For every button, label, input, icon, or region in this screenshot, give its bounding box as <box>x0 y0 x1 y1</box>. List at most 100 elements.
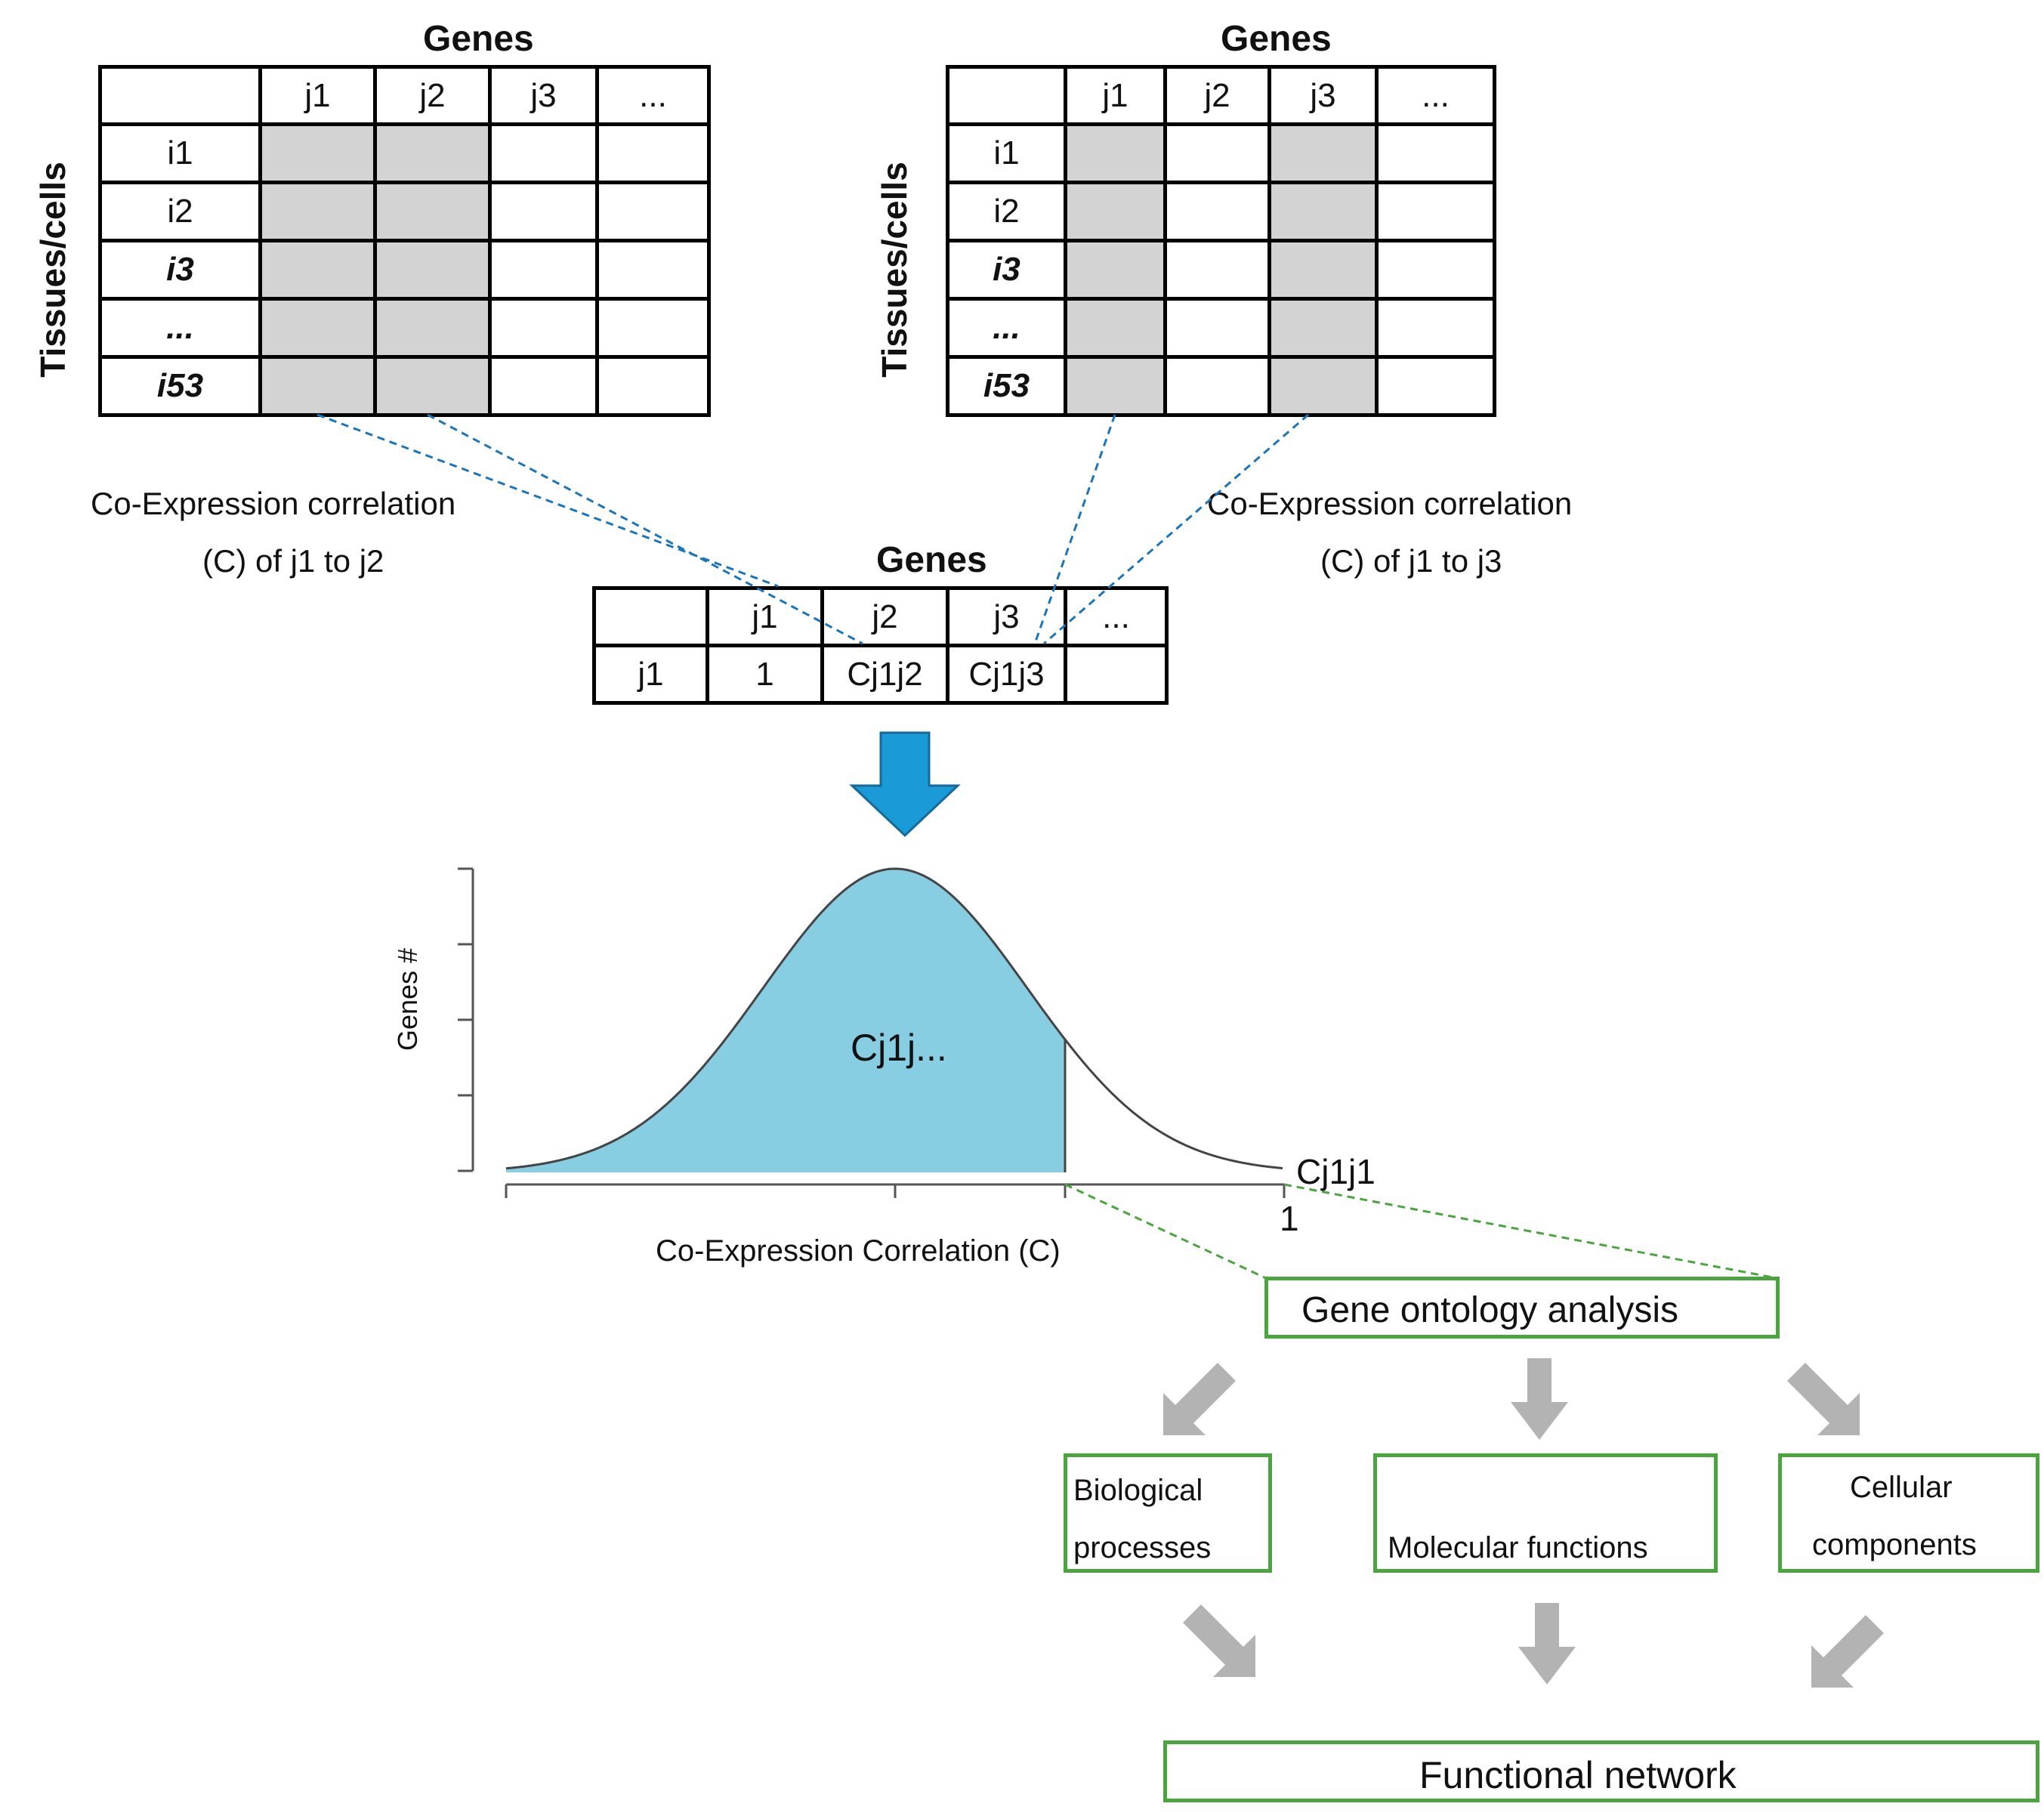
table2-cell-shaded <box>1267 122 1379 184</box>
curve-fill-area <box>506 869 1065 1172</box>
cellular-label-line2: components <box>1812 1528 1977 1561</box>
table1-col-header: j2 <box>373 65 492 126</box>
corr-table-row-header: j1 <box>592 644 709 705</box>
dash-line-right-a <box>1033 414 1116 644</box>
corr-table-title: Genes <box>876 540 987 580</box>
table2-cell <box>1375 122 1496 184</box>
table2-cell <box>1375 297 1496 359</box>
corr-table-col-header: j1 <box>706 586 824 647</box>
end-label: Cj1j1 <box>1296 1152 1376 1191</box>
table1-col-header: ... <box>595 65 711 126</box>
plot-y-label: Genes # <box>392 947 423 1052</box>
table2-cell-shaded <box>1064 239 1167 301</box>
table2-row-header: i3 <box>946 239 1067 301</box>
table1-cell-shaded <box>373 355 492 417</box>
corr-table-col-header: j2 <box>820 586 949 647</box>
annotation-right-line1: Co-Expression correlation <box>1207 486 1573 521</box>
table1-title: Genes <box>423 19 534 59</box>
table2-cell <box>1375 239 1496 301</box>
table1-cell <box>595 297 711 359</box>
table1-cell-shaded <box>258 181 377 242</box>
table1-cell <box>488 239 599 301</box>
dash-line-right-b <box>1043 413 1309 645</box>
table2-cell-shaded <box>1267 297 1379 359</box>
table2-corner <box>946 65 1067 126</box>
green-dash-right <box>1283 1183 1777 1280</box>
table1-cell-shaded <box>373 297 492 359</box>
table1-col-header: j3 <box>488 65 599 126</box>
area-label: Cj1j... <box>851 1027 947 1069</box>
corr-table-cell: 1 <box>706 644 824 705</box>
table2-cell <box>1163 355 1271 417</box>
table2: j1 j2 j3 ... i1 i2 i3 ... <box>946 65 1496 417</box>
table2-cell <box>1375 355 1496 417</box>
green-dash-left <box>1064 1183 1267 1280</box>
gray-arrow-icon <box>1518 1603 1576 1685</box>
table2-col-header: j1 <box>1064 65 1167 126</box>
table2-cell-shaded <box>1267 355 1379 417</box>
table2-row-header: i53 <box>946 355 1067 417</box>
table1-cell-shaded <box>258 297 377 359</box>
table1-cell <box>488 355 599 417</box>
table2-cell <box>1375 181 1496 242</box>
corr-table-corner <box>592 586 709 647</box>
table1-cell-shaded <box>258 122 377 184</box>
table1-cell <box>488 181 599 242</box>
functional-network-box: Functional network <box>1163 1740 2039 1802</box>
gray-arrow-icon <box>1163 1363 1236 1435</box>
annotation-right-line2: (C) of j1 to j3 <box>1320 543 1502 579</box>
table1-cell-shaded <box>258 355 377 417</box>
table2-col-header: j2 <box>1163 65 1271 126</box>
table1-row-header: ... <box>98 297 262 359</box>
cellular-components-box: Cellular components <box>1778 1453 2039 1573</box>
table1-row-header: i3 <box>98 239 262 301</box>
annotation-left-line2: (C) of j1 to j2 <box>202 543 384 579</box>
table1-cell-shaded <box>258 239 377 301</box>
table2-title: Genes <box>1221 19 1332 59</box>
table2-cell-shaded <box>1064 297 1167 359</box>
table1-cell <box>488 297 599 359</box>
corr-table-col-header: ... <box>1064 586 1169 647</box>
biological-processes-box: Biological processes <box>1064 1453 1272 1573</box>
biological-label-line2: processes <box>1073 1531 1212 1564</box>
corr-table-cell: Cj1j3 <box>946 644 1067 705</box>
corr-table-cell <box>1064 644 1169 705</box>
table2-col-header: j3 <box>1267 65 1379 126</box>
table1-cell-shaded <box>373 122 492 184</box>
table2-cell <box>1163 181 1271 242</box>
y-axis <box>458 867 474 1172</box>
table2-cell-shaded <box>1267 181 1379 242</box>
annotation-left-line1: Co-Expression correlation <box>91 486 456 521</box>
table1: j1 j2 j3 ... i1 i2 i3 ... <box>98 65 711 417</box>
plot-x-label: Co-Expression Correlation (C) <box>656 1234 1061 1268</box>
tick-label-one: 1 <box>1280 1199 1299 1238</box>
table1-cell <box>595 122 711 184</box>
dash-line-left-a <box>316 413 779 588</box>
corr-table-col-header: j3 <box>946 586 1067 647</box>
table1-col-header: j1 <box>258 65 377 126</box>
table2-row-header: i1 <box>946 122 1067 184</box>
table2-row-header: ... <box>946 297 1067 359</box>
gray-arrow-icon <box>1183 1604 1255 1677</box>
cellular-label-line1: Cellular <box>1850 1471 1953 1504</box>
table2-cell-shaded <box>1064 181 1167 242</box>
table1-corner <box>98 65 262 126</box>
table1-cell <box>595 181 711 242</box>
table1-cell-shaded <box>373 239 492 301</box>
table1-row-header: i2 <box>98 181 262 242</box>
biological-label-line1: Biological <box>1073 1474 1203 1507</box>
x-axis <box>505 1183 1286 1198</box>
table2-row-header: i2 <box>946 181 1067 242</box>
gene-ontology-label: Gene ontology analysis <box>1301 1290 1678 1330</box>
molecular-label: Molecular functions <box>1388 1531 1648 1564</box>
molecular-functions-box: Molecular functions <box>1373 1453 1718 1573</box>
table2-col-header: ... <box>1375 65 1496 126</box>
functional-network-label: Functional network <box>1419 1754 1737 1796</box>
curve-line <box>505 867 1283 1170</box>
table1-cell <box>488 122 599 184</box>
table1-cell <box>595 239 711 301</box>
table2-cell <box>1163 122 1271 184</box>
gene-ontology-box: Gene ontology analysis <box>1264 1277 1780 1339</box>
